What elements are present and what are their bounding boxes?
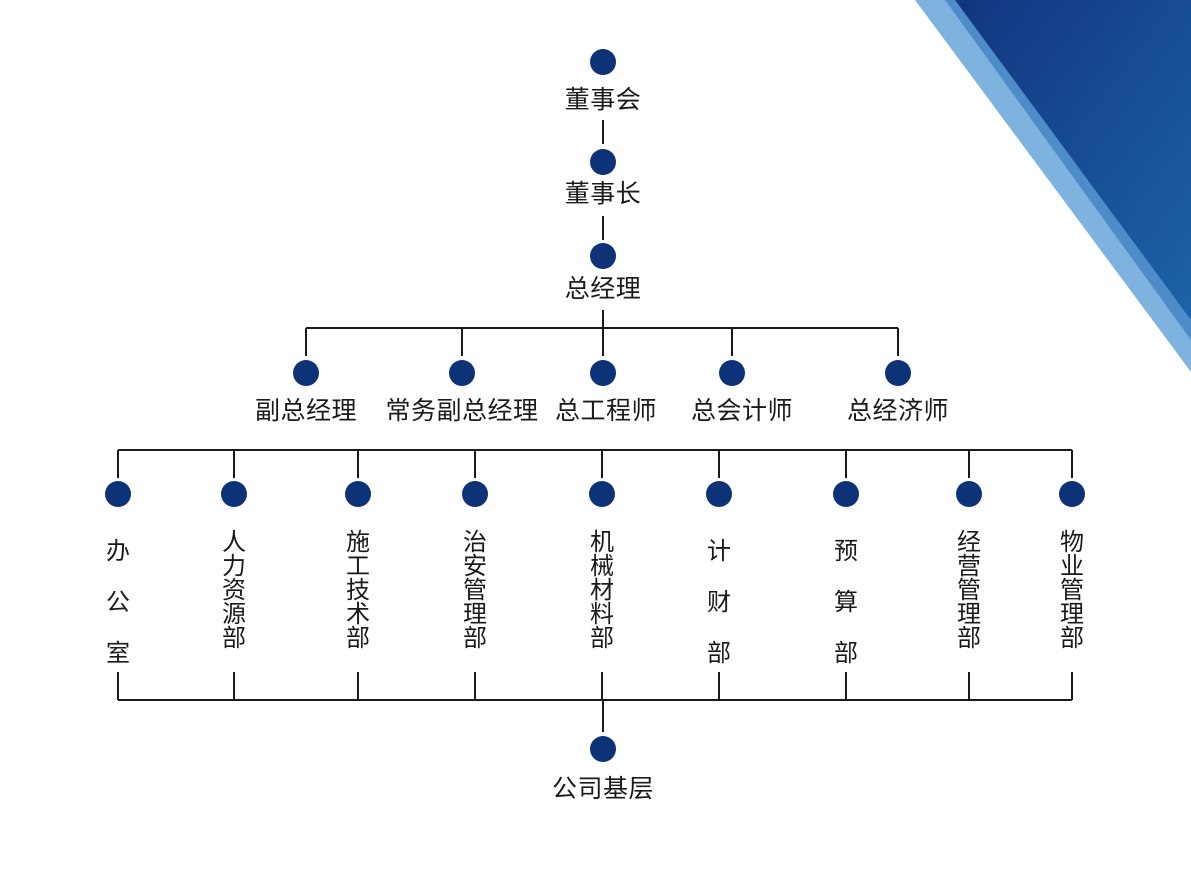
department-node-3 <box>462 481 488 507</box>
executive-label-3: 总会计师 <box>690 396 794 425</box>
executive-node-1 <box>449 360 475 386</box>
executive-label-4: 总经济师 <box>846 396 950 425</box>
base-label: 公司基层 <box>551 774 655 803</box>
executive-label-0: 副总经理 <box>254 396 358 425</box>
executive-label-1: 常务副总经理 <box>385 396 539 425</box>
department-label-4: 机械材料部 <box>590 528 614 652</box>
chain-label-2: 总经理 <box>564 274 642 303</box>
executive-node-0 <box>293 360 319 386</box>
department-label-2: 施工技术部 <box>346 528 370 652</box>
department-label-5: 计财部 <box>707 537 731 667</box>
executive-node-2 <box>590 360 616 386</box>
chain-node-2 <box>590 243 616 269</box>
chain-node-1 <box>590 149 616 175</box>
department-node-8 <box>1059 481 1085 507</box>
chain-label-0: 董事会 <box>564 85 642 114</box>
executive-node-4 <box>885 360 911 386</box>
department-node-6 <box>833 481 859 507</box>
department-node-1 <box>221 481 247 507</box>
executive-node-3 <box>719 360 745 386</box>
base-node <box>590 736 616 762</box>
decor-dark-triangle <box>955 0 1191 320</box>
department-node-7 <box>956 481 982 507</box>
department-node-4 <box>589 481 615 507</box>
department-node-0 <box>105 481 131 507</box>
chain-label-1: 董事长 <box>564 179 642 208</box>
department-label-7: 经营管理部 <box>957 528 981 652</box>
chain-node-0 <box>590 49 616 75</box>
department-label-3: 治安管理部 <box>463 528 487 652</box>
department-label-0: 办公室 <box>106 537 130 667</box>
department-node-5 <box>706 481 732 507</box>
department-label-6: 预算部 <box>834 537 858 667</box>
executive-label-2: 总工程师 <box>554 396 658 425</box>
department-node-2 <box>345 481 371 507</box>
department-label-8: 物业管理部 <box>1060 528 1084 652</box>
department-label-1: 人力资源部 <box>222 528 246 652</box>
